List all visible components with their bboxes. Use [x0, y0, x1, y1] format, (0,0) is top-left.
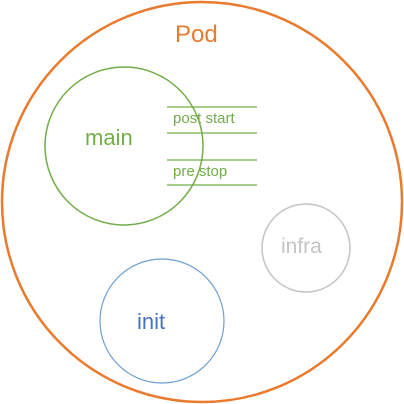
pre-stop-hook-label: pre stop	[173, 163, 228, 180]
init-container-label: init	[137, 309, 166, 334]
main-container-label: main	[85, 125, 133, 150]
pod-label: Pod	[175, 21, 218, 48]
post-start-hook-label: post start	[173, 110, 235, 127]
infra-container-label: infra	[281, 235, 322, 258]
infra-container-circle	[261, 203, 351, 293]
main-container-circle	[44, 66, 204, 226]
init-container-circle	[99, 258, 225, 384]
